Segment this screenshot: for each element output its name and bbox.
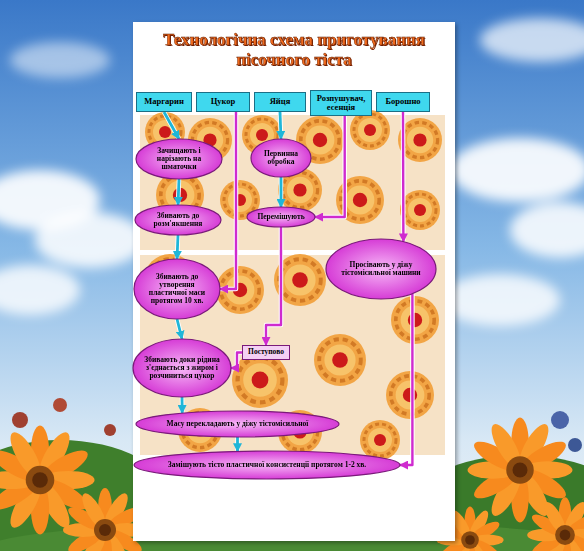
ingredient-text: Борошно bbox=[379, 97, 427, 106]
oval-shape bbox=[247, 207, 315, 227]
ingredient-text: Поступово bbox=[245, 348, 287, 356]
arrow-outline bbox=[315, 116, 345, 217]
arrow-outline bbox=[178, 179, 179, 205]
step-text: Перемішують bbox=[252, 213, 311, 221]
ingredient-box: Яйця bbox=[254, 92, 306, 112]
oval-shape bbox=[134, 259, 220, 319]
ingredient-box: Розпушувач, есенція bbox=[310, 90, 372, 116]
note-box: Поступово bbox=[242, 345, 290, 360]
text-block: Збивають до розм'якшення bbox=[145, 212, 212, 229]
process-oval: Зачищають і нарізають на шматочки bbox=[135, 138, 223, 180]
text-block: Поступово bbox=[245, 348, 287, 356]
text-block: Просівають у діжу тістомісильної машини bbox=[341, 261, 422, 278]
flow-arrow bbox=[266, 227, 281, 345]
flow-arrow bbox=[164, 112, 179, 139]
text-block: Збивають доки рідина з'єднається з жиром… bbox=[144, 356, 220, 381]
oval-shape bbox=[134, 451, 400, 479]
process-oval: Масу перекладають у діжу тістомісильної bbox=[135, 410, 340, 438]
step-text: Збивають до розм'якшення bbox=[145, 212, 212, 229]
text-block: Маргарин bbox=[139, 97, 189, 106]
ingredient-box: Цукор bbox=[196, 92, 250, 112]
text-block: Первинна обробка bbox=[257, 150, 304, 167]
oval-shape bbox=[136, 411, 339, 437]
step-text: Зачищають і нарізають на шматочки bbox=[147, 147, 210, 172]
text-block: Цукор bbox=[199, 97, 247, 106]
arrow-outline bbox=[279, 177, 284, 207]
arrow-outline bbox=[401, 112, 406, 242]
oval-shape bbox=[135, 205, 221, 235]
arrow-outline bbox=[280, 112, 281, 139]
flow-arrow bbox=[402, 112, 405, 242]
text-block: Замішують тісто пластичної консистенції … bbox=[160, 461, 374, 469]
flow-arrow bbox=[220, 112, 236, 289]
step-text: Замішують тісто пластичної консистенції … bbox=[160, 461, 374, 469]
process-oval: Замішують тісто пластичної консистенції … bbox=[133, 450, 401, 480]
oval-shape bbox=[326, 239, 436, 299]
flow-arrow bbox=[315, 116, 345, 217]
clouds bbox=[0, 18, 584, 326]
arrow-outline bbox=[235, 437, 240, 451]
text-block: Збивають до утворення пластичної маси пр… bbox=[145, 273, 208, 306]
text-block: Перемішують bbox=[252, 213, 311, 221]
flow-arrow bbox=[178, 179, 179, 205]
step-text: Первинна обробка bbox=[257, 150, 304, 167]
process-oval: Первинна обробка bbox=[250, 138, 312, 178]
process-oval: Збивають доки рідина з'єднається з жиром… bbox=[132, 338, 232, 398]
ingredient-box: Маргарин bbox=[136, 92, 192, 112]
text-block: Борошно bbox=[379, 97, 427, 106]
step-text: Просівають у діжу тістомісильної машини bbox=[341, 261, 422, 278]
ingredient-text: Маргарин bbox=[139, 97, 189, 106]
process-oval: Просівають у діжу тістомісильної машини bbox=[325, 238, 437, 300]
arrow-outline bbox=[231, 353, 242, 369]
diagram-title: Технологічна схема приготування пісочног… bbox=[140, 30, 448, 69]
process-oval: Перемішують bbox=[246, 206, 316, 228]
text-block: Зачищають і нарізають на шматочки bbox=[147, 147, 210, 172]
flow-arrow bbox=[177, 319, 182, 339]
arrow-outline bbox=[177, 319, 182, 339]
arrow-outline bbox=[177, 235, 178, 259]
text-block: Розпушувач, есенція bbox=[313, 94, 369, 113]
flow-arrow bbox=[177, 235, 178, 259]
step-text: Збивають до утворення пластичної маси пр… bbox=[145, 273, 208, 306]
arrow-outline bbox=[220, 112, 236, 289]
arrow-outline bbox=[180, 397, 185, 413]
ingredient-box: Борошно bbox=[376, 92, 430, 112]
arrow-outline bbox=[164, 112, 179, 139]
oval-shape bbox=[133, 339, 231, 397]
process-oval: Збивають до розм'якшення bbox=[134, 204, 222, 236]
text-block: Яйця bbox=[257, 97, 303, 106]
oval-shape bbox=[251, 139, 311, 177]
flow-arrow bbox=[280, 112, 281, 139]
flow-arrow bbox=[231, 353, 242, 369]
arrow-outline bbox=[400, 294, 412, 465]
cookies bbox=[144, 110, 442, 460]
step-text: Збивають доки рідина з'єднається з жиром… bbox=[144, 356, 220, 381]
flow-arrow bbox=[181, 397, 184, 413]
flow-arrow bbox=[280, 177, 283, 207]
oval-shape bbox=[136, 139, 222, 179]
flow-arrow bbox=[236, 437, 239, 451]
step-text: Масу перекладають у діжу тістомісильної bbox=[156, 420, 320, 428]
ingredient-text: Яйця bbox=[257, 97, 303, 106]
flow-arrow bbox=[400, 294, 412, 465]
ingredient-text: Цукор bbox=[199, 97, 247, 106]
white-card bbox=[133, 22, 455, 541]
process-oval: Збивають до утворення пластичної маси пр… bbox=[133, 258, 221, 320]
text-block: Масу перекладають у діжу тістомісильної bbox=[156, 420, 320, 428]
arrow-outline bbox=[266, 227, 281, 345]
ingredient-text: Розпушувач, есенція bbox=[313, 94, 369, 113]
